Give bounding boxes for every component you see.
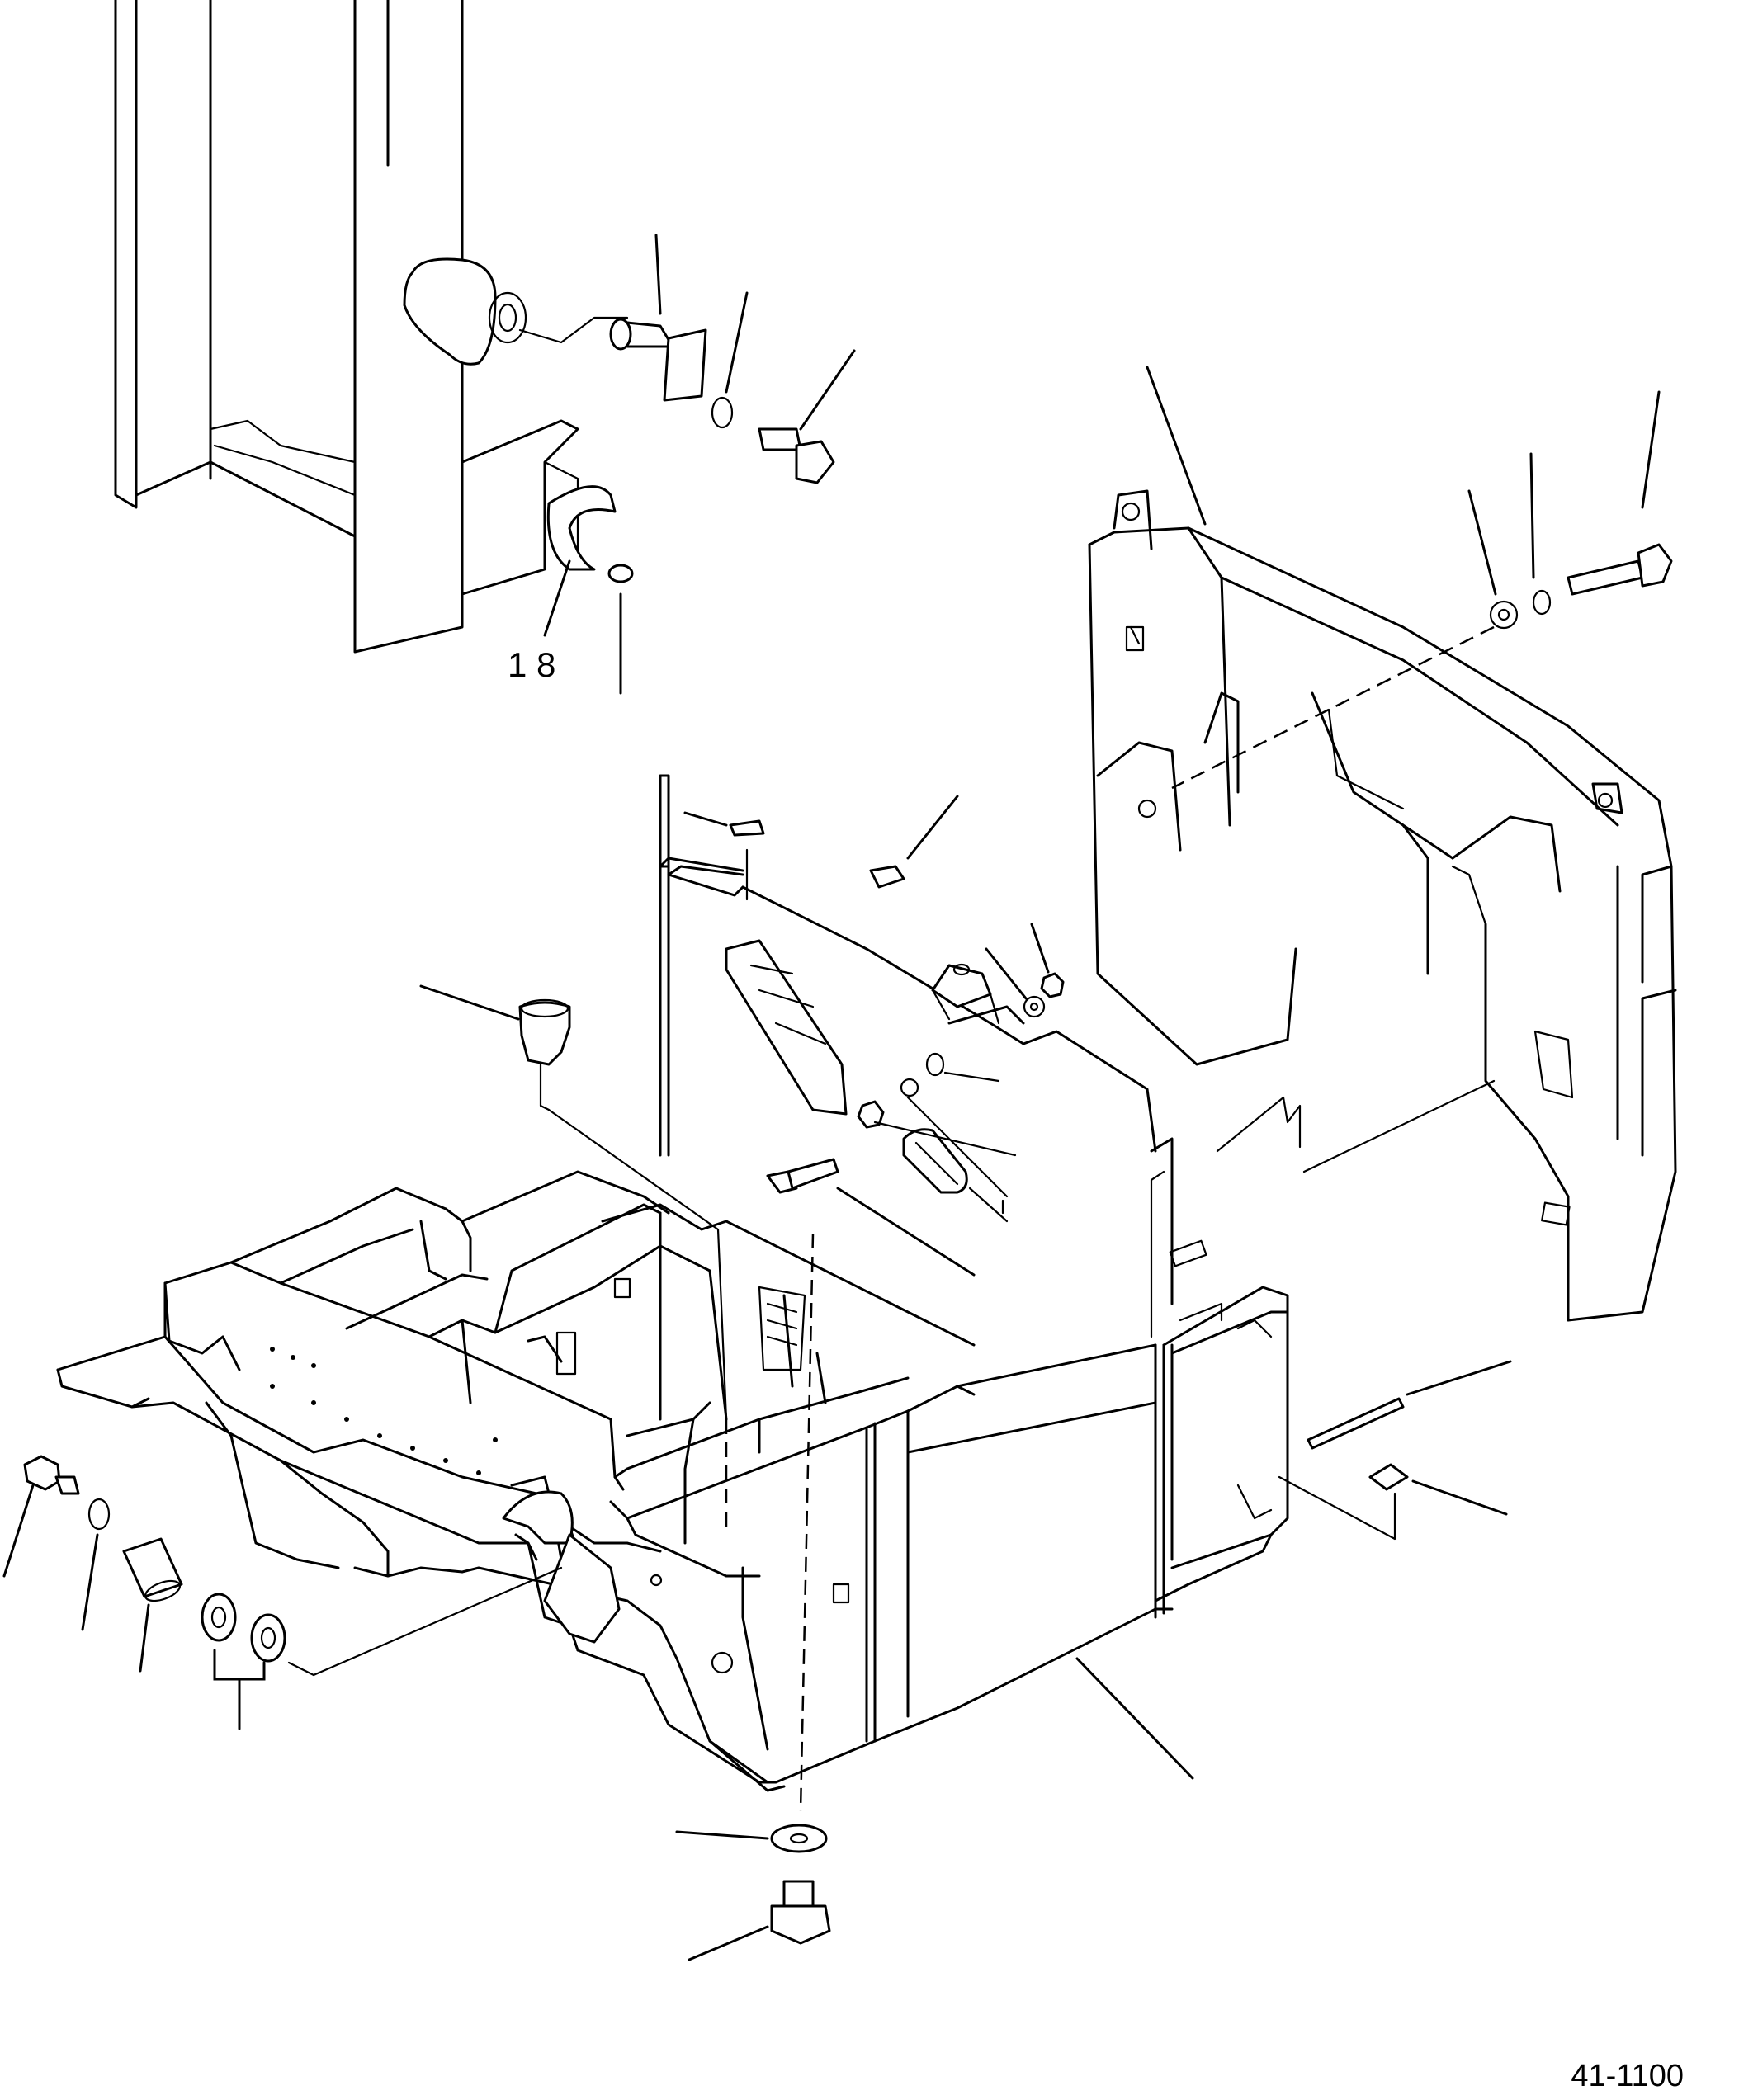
small-pin (607, 564, 634, 583)
side-shim (1307, 1397, 1405, 1450)
leader-panel-bolt (836, 1187, 976, 1277)
bolt-centerline (1171, 625, 1495, 790)
leader-bottom-bolt (688, 1925, 769, 1961)
stop-link (547, 1108, 728, 1421)
leader-lockwasher (1529, 452, 1535, 579)
rear-panel (659, 774, 1174, 1305)
hinge-nut (1040, 972, 1065, 998)
left-pin (122, 1537, 183, 1602)
leader-hinge-washer (985, 947, 1028, 1000)
leader-left-shims (213, 1649, 266, 1730)
leader-side-shim (1406, 1360, 1512, 1396)
leader-counterweight (1146, 366, 1207, 526)
leader-counterweight-bolt (1641, 390, 1661, 509)
hinge-washer (1023, 995, 1046, 1018)
leader-left-lockwasher (81, 1533, 99, 1631)
hinge-bracket (931, 963, 1000, 1025)
panel-lockwasher (900, 1078, 919, 1097)
left-bolt (23, 1455, 80, 1495)
leader-bottom-washer (675, 1830, 769, 1840)
snap-ring (711, 396, 734, 429)
leader-left-pin (139, 1603, 150, 1673)
tilt-pin (609, 318, 707, 402)
left-shim-b (250, 1613, 286, 1663)
panel-handle (902, 1128, 968, 1194)
side-pad (1368, 1463, 1409, 1491)
counterweight-lockwasher (1532, 589, 1552, 616)
panel-washer-small (925, 1052, 945, 1077)
tilt-cylinder-end (403, 257, 629, 366)
counterweight (1088, 489, 1677, 1322)
top-pad-left (729, 819, 765, 837)
leader-bolt-upper (799, 349, 856, 431)
leader-tilt-pin (654, 234, 662, 315)
left-lockwasher (87, 1498, 111, 1531)
bottom-washer (770, 1824, 828, 1853)
leader-washer (1467, 489, 1497, 596)
counterweight-washer (1489, 600, 1519, 630)
drawing-number: 41-1100 (1571, 2059, 1684, 2093)
bottom-bolt (770, 1880, 831, 1945)
truck-frame (56, 1170, 1289, 1792)
leader-snap-ring (725, 291, 749, 394)
mast-bushing (546, 485, 617, 571)
counterweight-bolt (1567, 543, 1673, 596)
panel-nut (857, 1100, 885, 1129)
leader-side-pad (1411, 1479, 1508, 1516)
panel-slot (725, 939, 848, 1116)
leader-left-bolt (2, 1484, 35, 1578)
callout-mast-bushing: 1 8 (508, 645, 555, 684)
leader-top-pad-left (683, 811, 728, 827)
frame-centerline (799, 1233, 815, 1812)
top-pad-right (869, 865, 905, 889)
leader-mast-bushing (543, 559, 571, 637)
rubber-stop (518, 998, 571, 1111)
leader-truck-frame (1075, 1657, 1194, 1780)
left-shim-a (201, 1593, 237, 1642)
leader-rubber-stop (419, 984, 520, 1021)
leader-hinge-nut (1030, 923, 1050, 974)
leader-top-pad-right (906, 795, 959, 860)
bolt-upper (758, 427, 835, 484)
mast-assembly (114, 0, 579, 654)
panel-bolt (766, 1158, 839, 1194)
